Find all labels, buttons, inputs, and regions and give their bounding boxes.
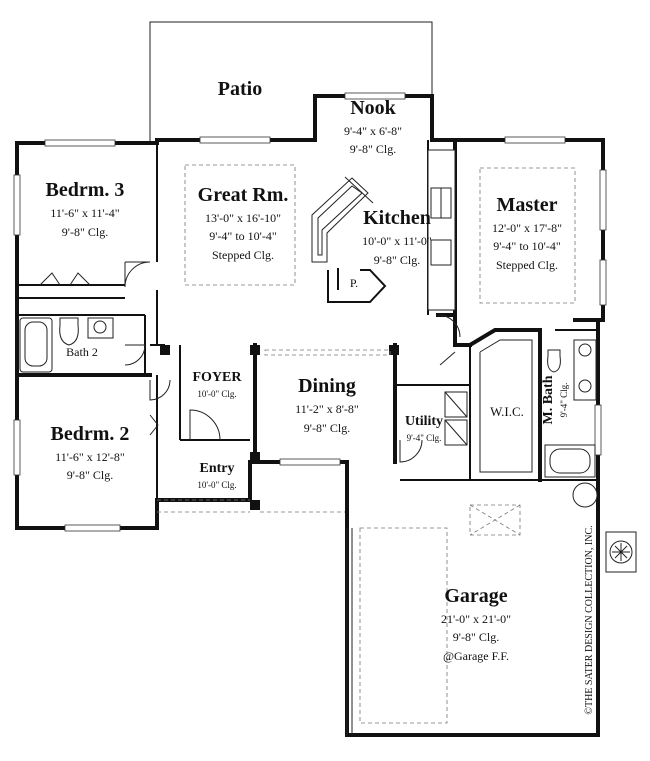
master-ceiling: 9'-4" to 10'-4": [493, 239, 561, 253]
label-entry: Entry 10'-0" Clg.: [197, 461, 236, 490]
nook-name: Nook: [350, 97, 396, 119]
utility-fixtures: [444, 391, 468, 446]
pantry-label: P.: [350, 276, 358, 290]
dining-name: Dining: [298, 375, 356, 397]
label-nook: Nook 9'-4" x 6'-8" 9'-8" Clg.: [344, 97, 402, 156]
garage-opening: [346, 528, 353, 735]
bedroom2-ceiling: 9'-8" Clg.: [67, 468, 113, 482]
label-bedroom2: Bedrm. 2 11'-6" x 12'-8" 9'-8" Clg.: [51, 423, 130, 482]
columns: [160, 345, 399, 510]
bedroom3-size: 11'-6" x 11'-4": [50, 206, 119, 220]
master-size: 12'-0" x 17'-8": [492, 221, 562, 235]
label-utility: Utility 9'-4" Clg.: [405, 414, 443, 443]
label-foyer: FOYER 10'-0" Clg.: [193, 370, 243, 399]
bath2-name: Bath 2: [66, 345, 98, 359]
label-kitchen: Kitchen 10'-0" x 11'-0" 9'-8" Clg. P.: [350, 207, 432, 290]
nook-ceiling: 9'-8" Clg.: [350, 142, 396, 156]
label-master: Master 12'-0" x 17'-8" 9'-4" to 10'-4" S…: [492, 194, 562, 272]
dining-size: 11'-2" x 8'-8": [295, 402, 359, 416]
master-bath-fixtures: [544, 339, 597, 478]
kitchen-size: 10'-0" x 11'-0": [362, 234, 432, 248]
bedroom2-size: 11'-6" x 12'-8": [55, 450, 125, 464]
pantry: [327, 268, 387, 303]
garage-floor-note: @Garage F.F.: [443, 649, 509, 663]
wic-name: W.I.C.: [490, 404, 524, 419]
great-room-ceiling-type: Stepped Clg.: [212, 248, 274, 262]
label-patio: Patio: [218, 78, 262, 100]
master-ceiling-type: Stepped Clg.: [496, 258, 558, 272]
master-bath-name: M. Bath: [541, 375, 556, 424]
kitchen-island: [311, 176, 374, 263]
patio-area: [149, 21, 433, 143]
master-name: Master: [496, 194, 557, 216]
master-bath-ceiling: 9'-4" Clg.: [559, 383, 569, 418]
label-garage: Garage 21'-0" x 21'-0" 9'-8" Clg. @Garag…: [441, 585, 511, 663]
copyright-text: ©THE SATER DESIGN COLLECTION, INC.: [584, 525, 595, 714]
nook-size: 9'-4" x 6'-8": [344, 124, 402, 138]
kitchen-counter: [427, 149, 456, 311]
bedroom3-ceiling: 9'-8" Clg.: [62, 225, 108, 239]
label-bath2: Bath 2: [66, 345, 98, 359]
foyer-name: FOYER: [193, 370, 243, 385]
great-room-name: Great Rm.: [198, 184, 289, 206]
label-great-room: Great Rm. 13'-0" x 16'-10" 9'-4" to 10'-…: [198, 184, 289, 262]
patio-name: Patio: [218, 78, 262, 100]
ceiling-outlines: [157, 164, 576, 724]
mechanical-equipment: [572, 482, 637, 573]
garage-name: Garage: [444, 585, 507, 607]
utility-name: Utility: [405, 414, 443, 429]
great-room-ceiling: 9'-4" to 10'-4": [209, 229, 277, 243]
entry-ceiling: 10'-0" Clg.: [197, 480, 236, 490]
great-room-size: 13'-0" x 16'-10": [205, 211, 281, 225]
label-master-bath: M. Bath 9'-4" Clg.: [541, 375, 569, 424]
garage-size: 21'-0" x 21'-0": [441, 612, 511, 626]
dining-ceiling: 9'-8" Clg.: [304, 421, 350, 435]
bath2-fixtures: [19, 317, 114, 373]
entry-name: Entry: [200, 461, 235, 476]
foyer-ceiling: 10'-0" Clg.: [197, 389, 236, 399]
label-dining: Dining 11'-2" x 8'-8" 9'-8" Clg.: [295, 375, 359, 435]
kitchen-ceiling: 9'-8" Clg.: [374, 253, 420, 267]
label-wic: W.I.C.: [490, 404, 524, 419]
doors: [39, 261, 461, 463]
bedroom2-name: Bedrm. 2: [51, 423, 130, 445]
garage-ceiling: 9'-8" Clg.: [453, 630, 499, 644]
bedroom3-name: Bedrm. 3: [46, 179, 125, 201]
label-bedroom3: Bedrm. 3 11'-6" x 11'-4" 9'-8" Clg.: [46, 179, 125, 239]
kitchen-name: Kitchen: [363, 207, 431, 229]
utility-ceiling: 9'-4" Clg.: [407, 433, 442, 443]
windows: [13, 92, 607, 532]
